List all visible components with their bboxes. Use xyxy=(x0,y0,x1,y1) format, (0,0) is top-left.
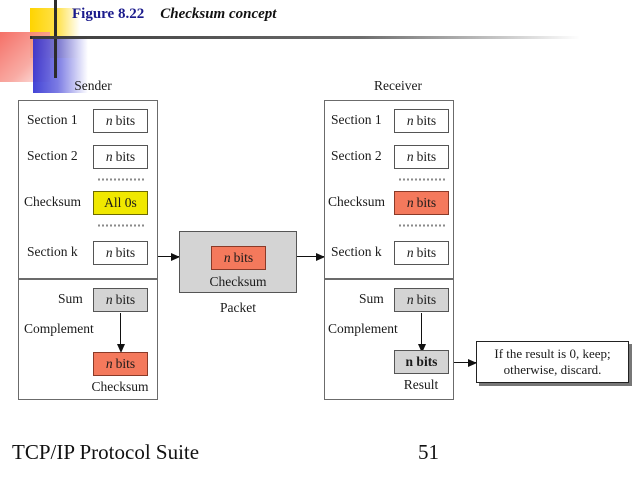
figure-name: Checksum concept xyxy=(160,6,277,22)
receiver-row-value-unit-3: bits xyxy=(416,245,437,260)
sender-result-unit: bits xyxy=(115,356,136,371)
receiver-complement-arrow xyxy=(417,313,426,353)
sender-row-value-n-3: n xyxy=(105,245,113,260)
receiver-row-value-n-1: n xyxy=(406,149,414,164)
sender-complement-arrow xyxy=(116,313,125,353)
sender-row-value-n-1: n xyxy=(105,149,113,164)
packet-inner-caption: Checksum xyxy=(209,274,267,289)
receiver-row-value-n-0: n xyxy=(406,113,414,128)
result-to-callout-arrow xyxy=(454,358,477,367)
sender-row-value-unit-3: bits xyxy=(115,245,136,260)
receiver-row-label-2: Checksum xyxy=(328,194,385,209)
sender-result-caption: Checksum xyxy=(91,379,149,394)
sender-panel-divider xyxy=(18,278,158,280)
figure-title: Figure 8.22 Checksum concept xyxy=(72,6,276,23)
receiver-panel-divider xyxy=(324,278,454,280)
sender-row-label-0: Section 1 xyxy=(27,112,78,127)
receiver-row-value-unit-1: bits xyxy=(416,149,437,164)
callout-line-2: otherwise, discard. xyxy=(503,362,602,377)
receiver-row-value-n-3: n xyxy=(406,245,414,260)
blue-square-decoration xyxy=(33,38,88,93)
receiver-row-value-n-2: n xyxy=(406,195,414,210)
callout-line-1: If the result is 0, keep; xyxy=(494,345,611,361)
decorative-squares-logo xyxy=(0,0,120,93)
sender-dotted-separator-bottom xyxy=(97,224,145,227)
packet-inner-n: n xyxy=(223,250,231,265)
sender-complement-label: Complement xyxy=(24,321,94,336)
sender-row-label-1: Section 2 xyxy=(27,148,78,163)
footer-title: TCP/IP Protocol Suite xyxy=(12,440,200,464)
receiver-complement-label: Complement xyxy=(328,321,398,336)
receiver-sum-unit: bits xyxy=(416,292,437,307)
receiver-result-text: n bits xyxy=(405,354,438,369)
receiver-row-value-unit-2: bits xyxy=(416,195,437,210)
footer-page-number: 51 xyxy=(418,440,439,464)
sender-row-label-2: Checksum xyxy=(24,194,81,209)
figure-number: Figure 8.22 xyxy=(72,6,145,22)
receiver-row-label-0: Section 1 xyxy=(331,112,382,127)
receiver-sum-n: n xyxy=(406,292,414,307)
packet-inner-unit: bits xyxy=(233,250,254,265)
sender-result-n: n xyxy=(105,356,113,371)
sender-sum-n: n xyxy=(105,292,113,307)
sender-row-label-3: Section k xyxy=(27,244,78,259)
receiver-result-box: n bits xyxy=(394,350,449,374)
packet-caption: Packet xyxy=(220,300,256,315)
sender-row-value-unit-0: bits xyxy=(115,113,136,128)
sender-row-value-unit-1: bits xyxy=(115,149,136,164)
receiver-dotted-separator-bottom xyxy=(398,224,446,227)
sender-sum-unit: bits xyxy=(115,292,136,307)
receiver-row-label-1: Section 2 xyxy=(331,148,382,163)
sender-row-value-n-0: n xyxy=(105,113,113,128)
header-divider-rule xyxy=(32,36,580,39)
callout-box: If the result is 0, keep; otherwise, dis… xyxy=(476,341,629,383)
receiver-row-label-3: Section k xyxy=(331,244,382,259)
sender-row-value-text-2: All 0s xyxy=(104,195,137,210)
receiver-result-caption: Result xyxy=(403,377,439,392)
receiver-dotted-separator-top xyxy=(398,178,446,181)
sender-title: Sender xyxy=(74,78,112,93)
sender-checksum-all-zeros-box: All 0s xyxy=(93,191,148,215)
vertical-rule-decoration xyxy=(54,0,57,78)
sender-dotted-separator-top xyxy=(97,178,145,181)
receiver-row-value-unit-0: bits xyxy=(416,113,437,128)
receiver-title: Receiver xyxy=(374,78,422,93)
packet-to-receiver-arrow xyxy=(297,252,325,261)
sender-to-packet-arrow xyxy=(158,252,180,261)
receiver-sum-label: Sum xyxy=(359,291,384,306)
sender-sum-label: Sum xyxy=(58,291,83,306)
